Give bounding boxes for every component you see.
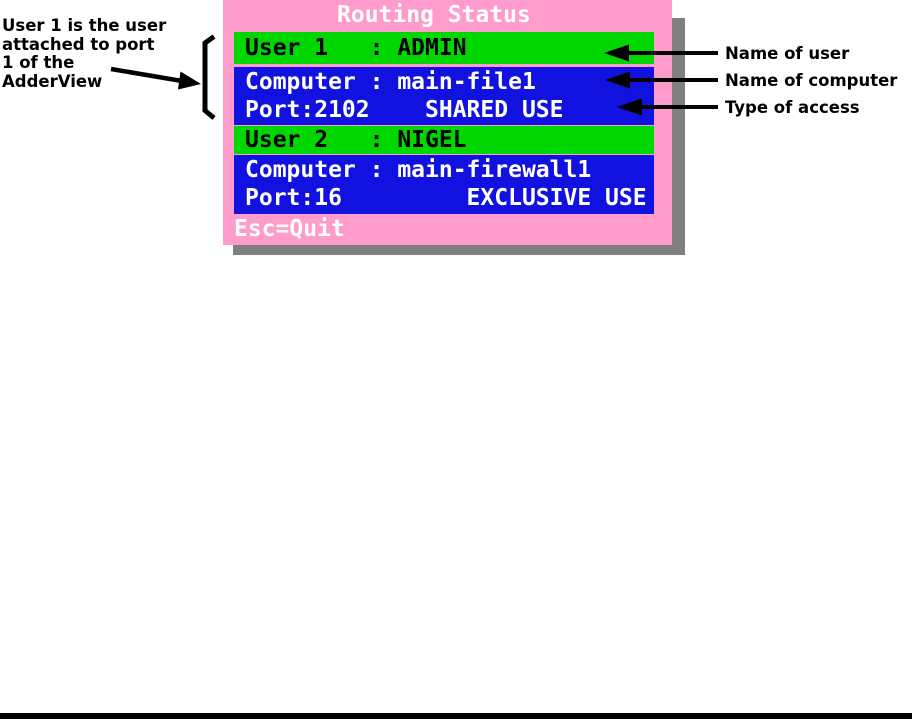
window-shadow-bottom [233,245,685,255]
user1-row: User 1 : ADMIN [234,32,654,64]
bracket [202,34,216,120]
user1-port-text: Port:2102 SHARED USE [245,97,564,123]
page-bottom-rule [0,713,912,719]
window-title: Routing Status [337,2,531,28]
window-shadow-right [672,18,685,255]
left-annotation: User 1 is the user attached to port 1 of… [2,16,167,91]
user2-computer-row: Computer : main-firewall1 Port:16 EXCLUS… [234,155,654,214]
callout-name-of-computer: Name of computer [725,71,898,90]
user2-port-text: Port:16 EXCLUSIVE USE [245,185,647,211]
left-arrow-head-icon [178,71,201,90]
routing-status-window: Routing Status User 1 : ADMIN Computer :… [223,0,672,245]
callout-type-of-access: Type of access [725,98,860,117]
user2-text: User 2 : NIGEL [245,127,467,153]
left-annotation-line: 1 of the [2,53,75,72]
user1-text: User 1 : ADMIN [245,35,467,61]
left-annotation-line: AdderView [2,71,103,91]
user1-computer-row: Computer : main-file1 Port:2102 SHARED U… [234,67,654,125]
left-annotation-line: User 1 is the user [2,16,167,35]
esc-quit-status: Esc=Quit [234,216,345,242]
left-annotation-line: attached to port [2,34,155,54]
user2-computer-text: Computer : main-firewall1 [245,157,592,183]
user2-row: User 2 : NIGEL [234,126,654,154]
callout-name-of-user: Name of user [725,44,850,63]
user1-computer-text: Computer : main-file1 [245,69,536,95]
